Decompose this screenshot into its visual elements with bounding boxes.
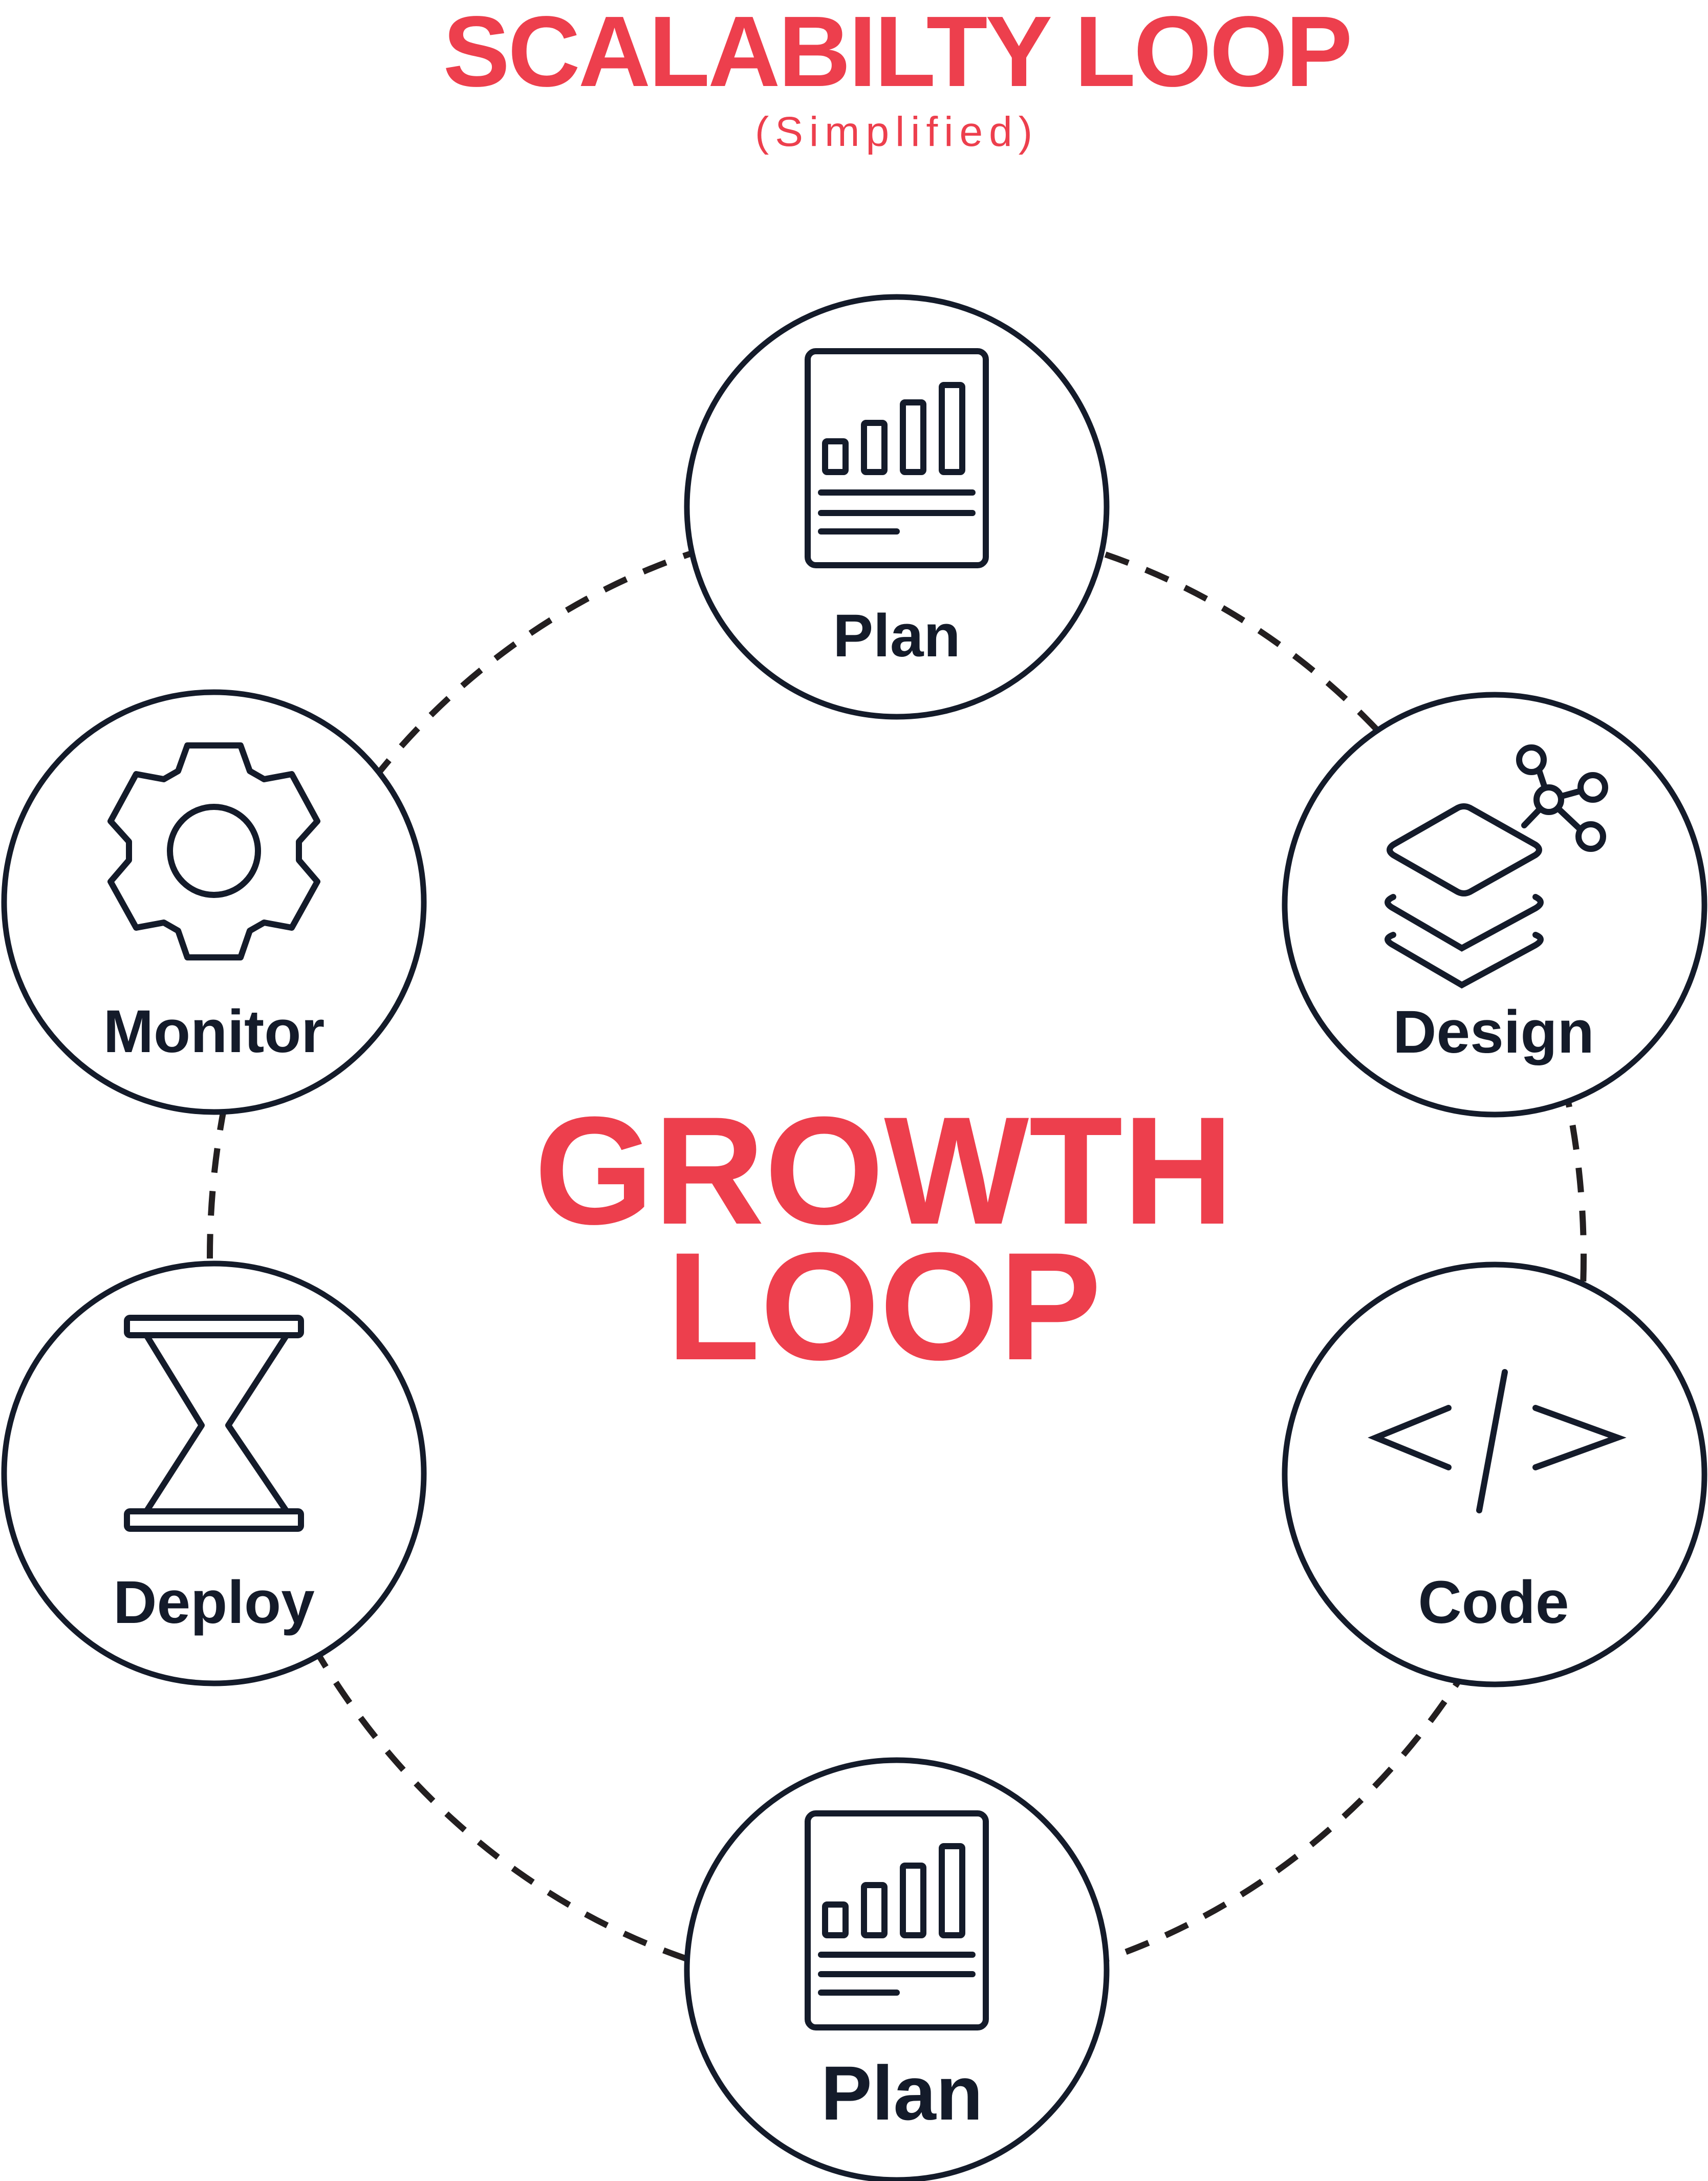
node-deploy: Deploy <box>1 1260 427 1686</box>
node-label: Code <box>1418 1569 1569 1636</box>
diagram-subtitle: (Simplified) <box>755 109 1039 155</box>
code-brackets-icon <box>1368 1369 1627 1513</box>
hourglass-icon <box>124 1315 304 1532</box>
report-chart-icon <box>805 348 989 568</box>
center-title-line1: GROWTH <box>534 1084 1234 1256</box>
node-monitor: Monitor <box>1 689 427 1115</box>
node-plan-bottom: Plan <box>684 1757 1110 2181</box>
gear-icon <box>107 742 320 960</box>
report-chart-icon <box>805 1810 989 2030</box>
node-label: Deploy <box>113 1569 314 1636</box>
node-circle <box>1282 1261 1707 1687</box>
node-label: Plan <box>833 602 960 670</box>
node-design: Design <box>1282 692 1707 1118</box>
node-label: Plan <box>821 2050 983 2136</box>
node-code: Code <box>1282 1261 1707 1687</box>
center-title-line2: LOOP <box>666 1220 1101 1392</box>
layers-network-icon <box>1385 744 1608 989</box>
node-label: Design <box>1393 998 1594 1066</box>
diagram-title: SCALABILTY LOOP <box>443 0 1350 108</box>
node-label: Monitor <box>103 998 325 1065</box>
node-plan-top: Plan <box>684 294 1110 720</box>
